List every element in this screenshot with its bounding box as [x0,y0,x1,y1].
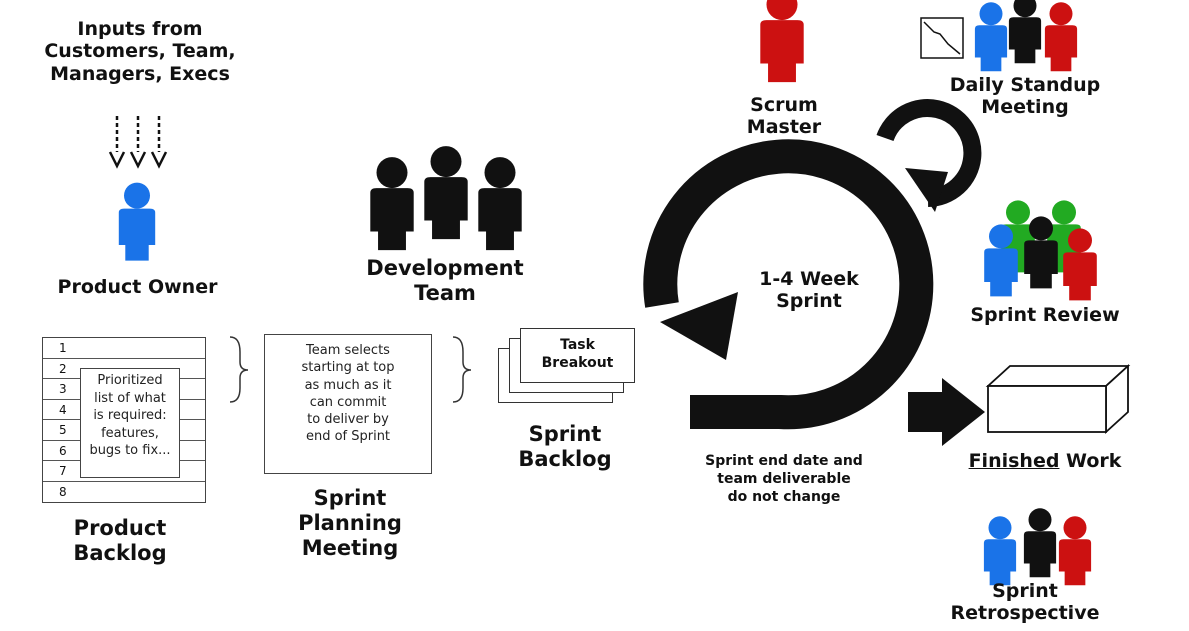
sprint-cycle-arrow [643,139,934,430]
input-arrows [115,116,161,152]
standup-chart-icon [920,17,964,59]
product-backlog-title: Product Backlog [73,516,167,565]
inputs-label: Inputs from Customers, Team, Managers, E… [44,18,236,85]
sprint-planning-box [264,334,432,474]
brace-right [452,336,472,403]
development-team-icon [370,146,522,251]
product-owner-label: Product Owner [57,276,218,298]
brace-left [229,336,249,403]
backlog-row: 1 [43,338,205,359]
finished-work-box-icon [985,363,1131,435]
sprint-planning-title: Sprint Planning Meeting [298,486,402,560]
product-owner-icon [118,182,156,261]
daily-standup-label: Daily Standup Meeting [949,74,1101,119]
product-backlog-note: Prioritized list of what is required: fe… [80,368,180,478]
sprint-cycle-label: 1-4 Week Sprint [759,268,859,313]
finished-work-label: Finished Work [968,450,1122,472]
backlog-row: 7 [43,461,205,482]
scrum-master-label: Scrum Master [746,94,822,139]
sprint-planning-text: Team selects starting at top as much as … [301,343,395,445]
development-team-label: Development Team [366,256,524,305]
sprint-note: Sprint end date and team deliverable do … [705,453,863,506]
sprint-review-team-icon [984,200,1097,301]
task-card-front: Task Breakout [520,328,635,383]
backlog-row: 8 [59,484,67,499]
scrum-master-icon [760,0,804,83]
sprint-retrospective-label: Sprint Retrospective [950,580,1100,625]
sprint-backlog-title: Sprint Backlog [518,422,612,471]
daily-loop-arrow [876,99,982,212]
standup-team-icon [974,0,1078,72]
finished-arrow [908,378,985,446]
sprint-review-label: Sprint Review [970,304,1120,326]
retrospective-team-icon [983,508,1092,586]
